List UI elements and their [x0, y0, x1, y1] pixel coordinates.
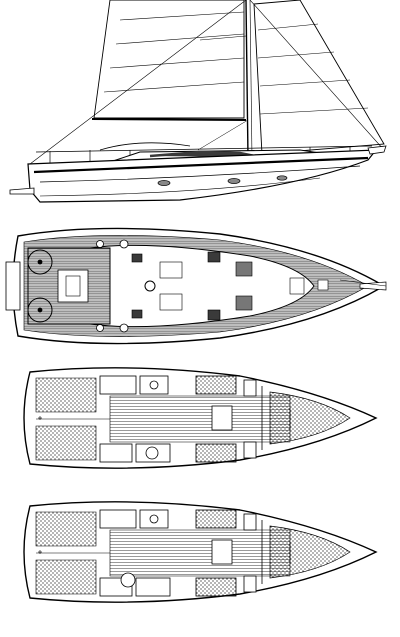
mainsail-battens: [103, 11, 245, 93]
profile-view: [9, 0, 387, 203]
aft-cabin-port-b: [35, 511, 97, 547]
aft-cabin-port: [35, 377, 97, 413]
backstay: [29, 0, 247, 165]
helm-wheel-port: [27, 249, 53, 275]
layout-b-furniture: [99, 509, 257, 597]
forestay: [249, 0, 385, 151]
mast: [245, 0, 249, 159]
aft-cabin-starboard: [35, 425, 97, 461]
deck-mast: [144, 280, 156, 292]
deck-coachroof: [89, 244, 315, 328]
deck-view: [5, 227, 387, 345]
saloon-floor-b: [109, 529, 291, 577]
genoa: [253, 0, 385, 155]
layout-a-view: [23, 367, 378, 469]
genoa-lines: [257, 23, 369, 115]
fore-cabin-b: [269, 525, 351, 579]
deck-winches: [96, 239, 129, 333]
layout-a-furniture: [99, 375, 257, 463]
helm-wheel-starboard: [27, 297, 53, 323]
hull-portlights: [157, 175, 288, 186]
fore-cabin-a: [269, 391, 351, 445]
mainsail: [93, 0, 245, 119]
boom: [91, 118, 247, 121]
layout-b-view: [23, 501, 378, 603]
deck-hatches: [131, 251, 329, 321]
aft-cabin-starboard-b: [35, 559, 97, 595]
cockpit-table: [57, 269, 89, 303]
saloon-floor-a: [109, 395, 291, 443]
